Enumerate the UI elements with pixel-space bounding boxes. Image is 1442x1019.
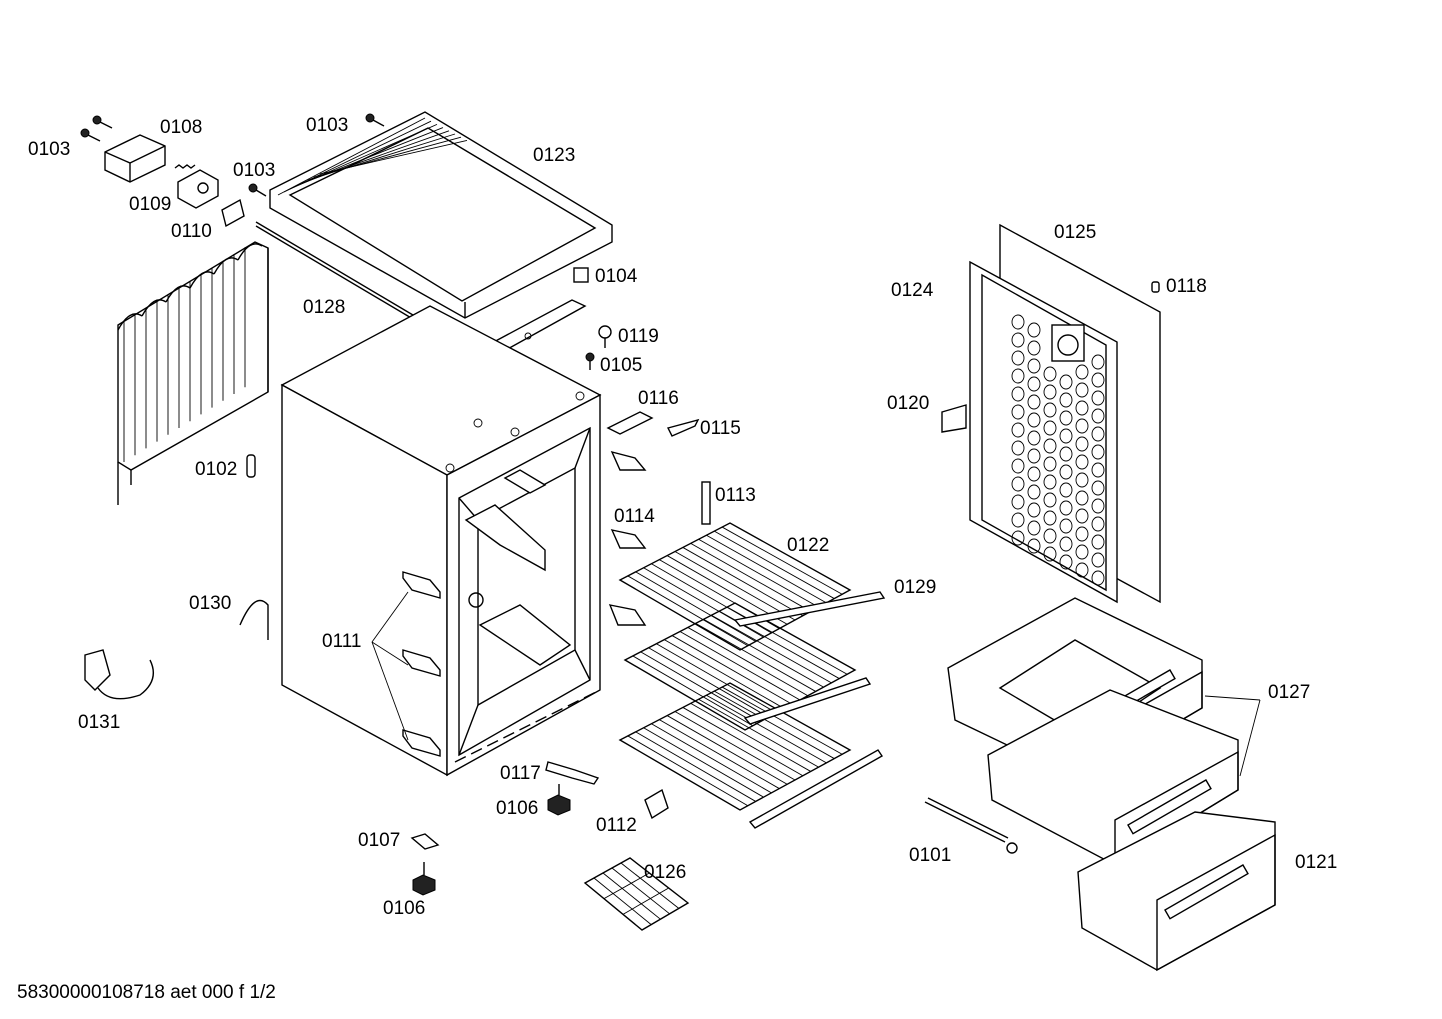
label-0119: 0119 xyxy=(618,326,659,347)
label-0105: 0105 xyxy=(600,355,642,376)
label-0113: 0113 xyxy=(715,485,756,506)
ice-tray xyxy=(583,857,690,931)
label-0123: 0123 xyxy=(533,145,575,166)
label-0104: 0104 xyxy=(595,266,638,287)
label-0125: 0125 xyxy=(1054,222,1096,243)
leader-lines xyxy=(371,591,1261,777)
label-0110: 0110 xyxy=(171,221,212,242)
label-0112: 0112 xyxy=(596,815,637,836)
shelf-rails xyxy=(733,591,886,829)
door-panel xyxy=(941,223,1161,604)
label-0111: 0111 xyxy=(322,631,361,652)
small-parts-misc xyxy=(84,325,711,896)
label-0115: 0115 xyxy=(700,418,741,439)
top-cover xyxy=(269,111,613,319)
label-0118: 0118 xyxy=(1166,276,1207,297)
label-0107: 0107 xyxy=(358,830,400,851)
label-0102: 0102 xyxy=(195,459,237,480)
label-0114: 0114 xyxy=(614,506,655,527)
small-parts-top-left xyxy=(80,113,385,228)
label-0122: 0122 xyxy=(787,535,829,556)
drawing-reference: 58300000108718 aet 000 f 1/2 xyxy=(17,982,276,1003)
label-0117: 0117 xyxy=(500,763,541,784)
capillary-tube xyxy=(255,221,419,323)
drawers xyxy=(924,597,1276,972)
label-0121: 0121 xyxy=(1295,852,1337,873)
condenser-coil xyxy=(117,241,269,505)
label-0103: 0103 xyxy=(233,160,275,181)
label-0108: 0108 xyxy=(160,117,202,138)
label-0106: 0106 xyxy=(496,798,538,819)
label-0127: 0127 xyxy=(1268,682,1310,703)
label-0130: 0130 xyxy=(189,593,231,614)
label-0116: 0116 xyxy=(638,388,679,409)
label-0101: 0101 xyxy=(909,845,951,866)
label-0131: 0131 xyxy=(78,712,120,733)
wire-shelves xyxy=(618,522,857,811)
cabinet-body xyxy=(280,305,602,777)
label-0106: 0106 xyxy=(383,898,425,919)
label-0103: 0103 xyxy=(28,139,70,160)
part-labels: 0103 0108 0103 0123 0103 0109 0110 0104 … xyxy=(28,115,1337,919)
label-0109: 0109 xyxy=(129,194,171,215)
label-0120: 0120 xyxy=(887,393,929,414)
label-0103: 0103 xyxy=(306,115,348,136)
label-0128: 0128 xyxy=(303,297,345,318)
label-0124: 0124 xyxy=(891,280,934,301)
label-0129: 0129 xyxy=(894,577,936,598)
label-0126: 0126 xyxy=(644,862,686,883)
